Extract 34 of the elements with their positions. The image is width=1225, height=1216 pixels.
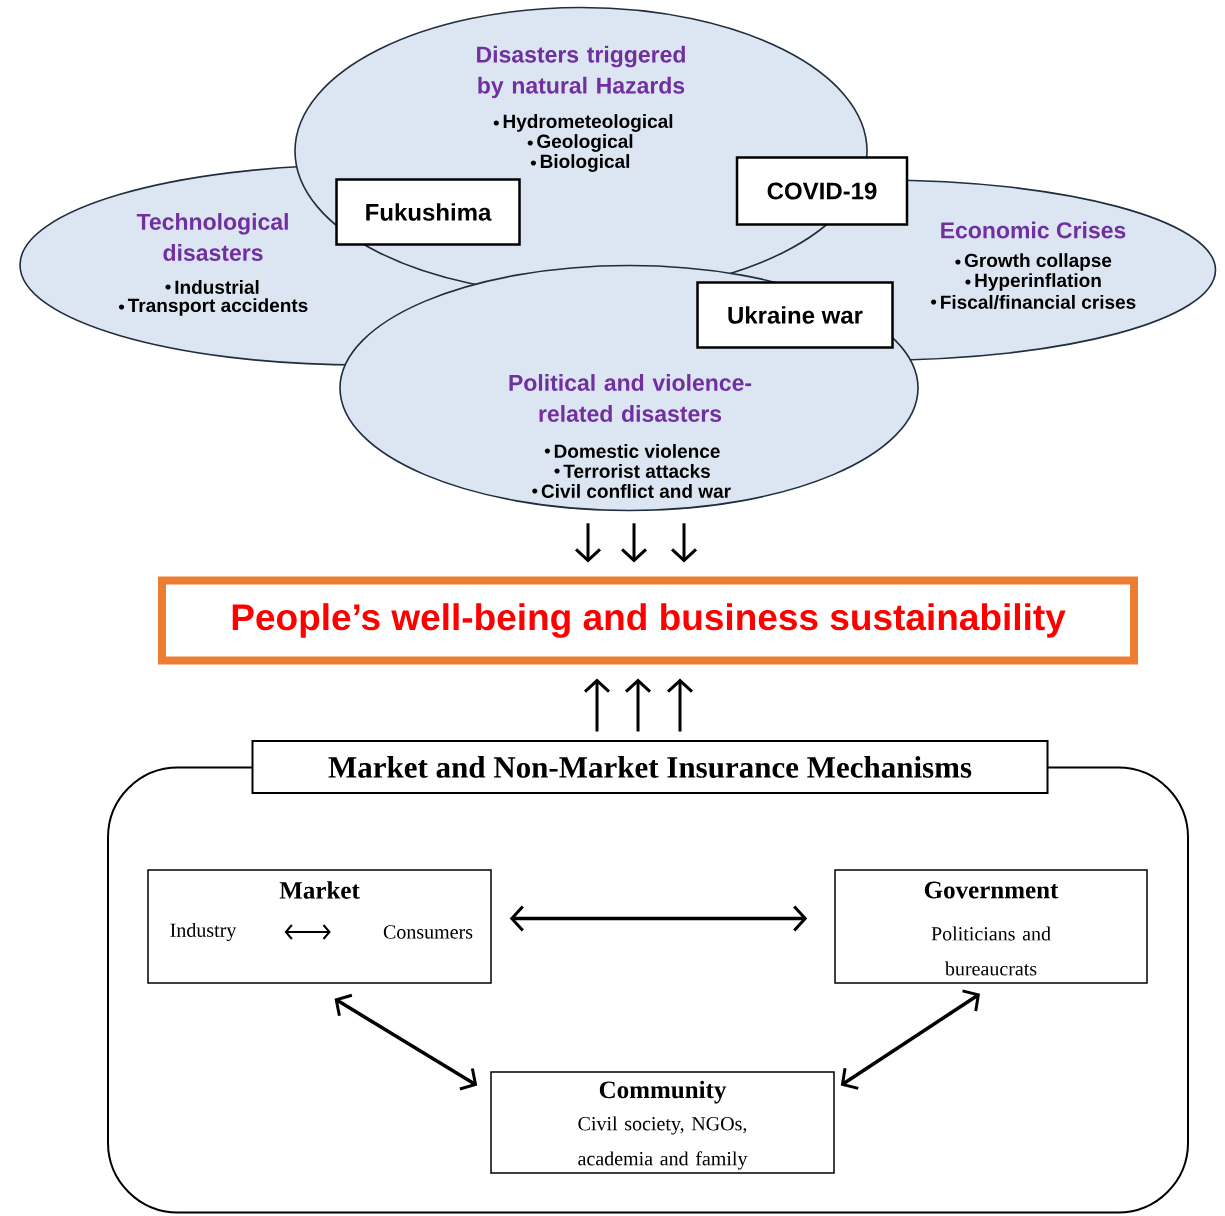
bullet-item: Growth collapse (955, 253, 1112, 271)
arrow (840, 989, 980, 1090)
actor-box: Community Civil society, NGOs, academia and family (490, 1071, 835, 1174)
actor-box: Government Politicians and bureaucrats (834, 869, 1148, 984)
arrow (284, 924, 331, 940)
arrow (625, 678, 652, 732)
bullet-item: Transport accidents (118, 298, 308, 316)
bullet-item: Hyperinflation (965, 273, 1101, 291)
ellipse-heading: Disasters triggered by natural Hazards (477, 45, 685, 99)
bullet-item: Civil conflict and war (532, 484, 731, 498)
bullet-item: Hydrometeological (493, 114, 673, 132)
arrow (621, 523, 648, 563)
arrow (584, 678, 611, 732)
arrow (334, 993, 478, 1091)
actor-label: Industry (170, 922, 237, 942)
bullet-item: Fiscal/financial crises (931, 294, 1136, 310)
ellipse-heading: Economic Crises (941, 221, 1126, 239)
bullet-item: Geological (527, 134, 633, 152)
arrow (667, 678, 694, 732)
event-box: Fukushima (335, 178, 521, 246)
arrow (509, 905, 808, 932)
actor-label: Consumers (383, 925, 473, 939)
event-box: Ukraine war (696, 281, 894, 349)
ellipse-heading: Political and violence-related disasters (509, 374, 752, 422)
arrow (671, 523, 698, 563)
bullet-item: Terrorist attacks (554, 464, 710, 478)
arrow (575, 523, 602, 563)
title-banner: People’s well-being and business sustainability (158, 576, 1138, 665)
bullet-item: Industrial (165, 280, 259, 294)
ellipse-heading: Technological disasters (136, 213, 288, 261)
bullet-item: Domestic violence (544, 444, 720, 458)
bullet-item: Biological (530, 154, 630, 172)
event-box: COVID-19 (735, 156, 909, 226)
heading-box: Market and Non-Market Insurance Mechanisms (251, 740, 1049, 794)
